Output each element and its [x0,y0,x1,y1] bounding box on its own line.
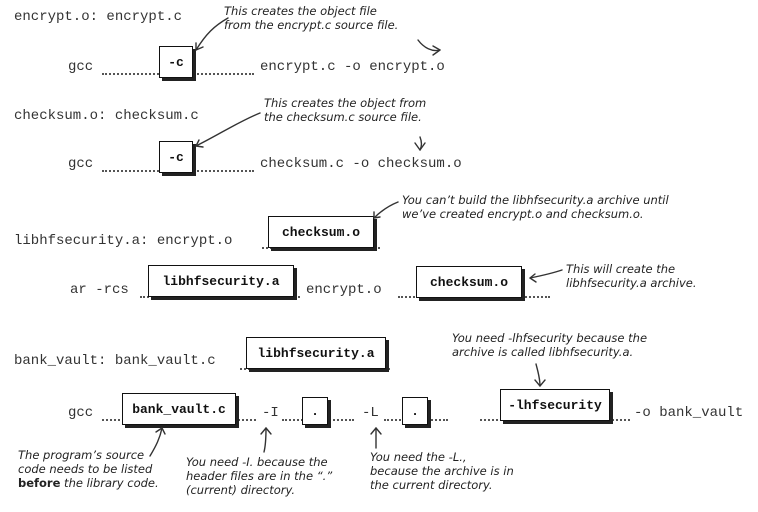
ar-object-card: checksum.o [416,266,522,298]
ar-library-card: libhfsecurity.a [148,265,294,297]
encrypt-output-arrow [417,39,441,52]
ar-lib-blank-line [140,296,300,298]
include-note-arrowhead [260,427,272,435]
ar-command: ar -rcs [70,282,129,298]
include-dir-card: . [302,397,328,425]
bank-source-card: bank_vault.c [122,393,236,425]
bank-output-flag: -o bank_vault [634,405,744,421]
include-flag: -I [262,405,279,421]
checksum-flag-card: -c [159,141,193,173]
bank-dep-blank-line [240,368,390,370]
bank-dep-card: libhfsecurity.a [246,337,386,369]
libdir-dir-card: . [402,397,428,425]
archive-note-arrowhead [373,211,381,219]
source-note-part1: The program’s source code needs to be li… [18,448,153,476]
library-dep-blank-line [262,247,380,249]
bank-gcc: gcc [68,405,94,421]
library-rule-target: libhfsecurity.a: encrypt.o [14,233,233,249]
encrypt-rule-target: encrypt.o: encrypt.c [14,9,183,25]
source-note-arrowhead [155,427,166,435]
archive-note-arrow [373,201,399,219]
ar-note-arrow [529,269,563,279]
checksum-gcc: gcc [68,156,94,172]
source-order-note: The program’s source code needs to be li… [18,448,159,490]
ar-encrypt-object: encrypt.o [306,282,382,298]
source-note-part2: the library code. [60,476,159,490]
checksum-note-arrow [195,112,261,147]
source-note-bold: before [18,476,61,490]
encrypt-gcc: gcc [68,59,94,75]
encrypt-command-rest: encrypt.c -o encrypt.o [260,59,445,75]
checksum-note: This creates the object from the checksu… [264,96,427,124]
encrypt-note-arrowhead [195,42,204,51]
source-note-arrow [149,427,163,457]
lib-flag-card: -lhfsecurity [500,389,610,421]
archive-note: You can’t build the libhfsecurity.a arch… [402,193,669,221]
lib-note-arrowhead [534,379,546,387]
encrypt-note: This creates the object file from the en… [224,4,399,32]
checksum-command-rest: checksum.c -o checksum.o [260,156,462,172]
lib-note-arrow [535,363,541,387]
encrypt-note-arrow [195,17,229,51]
ar-note-arrowhead [529,273,537,283]
lib-flag-note: You need -lhfsecurity because the archiv… [452,331,648,359]
libdir-flag: -L [362,405,379,421]
libdir-note-arrowhead [370,427,382,435]
include-note-arrow [263,427,267,453]
library-dep-card: checksum.o [268,216,374,248]
encrypt-flag-card: -c [159,46,193,78]
ar-note: This will create the libhfsecurity.a arc… [566,262,697,290]
checksum-output-arrowhead [414,142,426,151]
encrypt-output-arrowhead [432,45,441,56]
bank-rule-target: bank_vault: bank_vault.c [14,353,216,369]
checksum-rule-target: checksum.o: checksum.c [14,108,199,124]
checksum-note-arrowhead [195,139,204,148]
libdir-note: You need the -L., because the archive is… [370,450,514,492]
include-dir-note: You need -I. because the header files ar… [186,455,333,497]
